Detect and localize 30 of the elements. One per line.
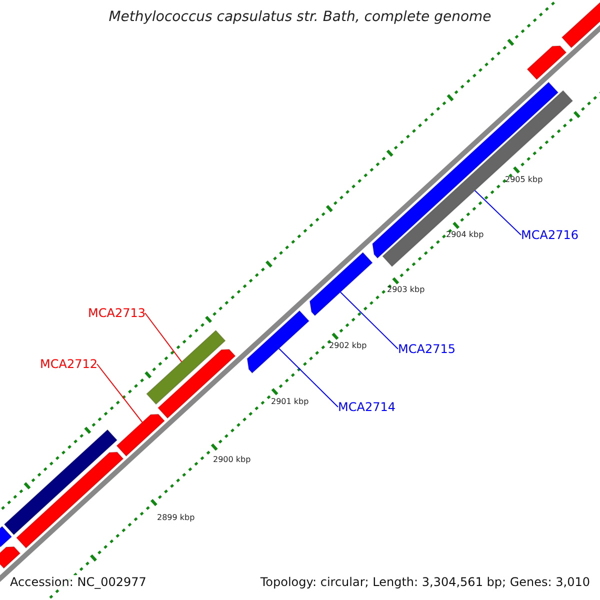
gene-bar [0, 546, 21, 569]
footer-text: Topology: circular; Length: 3,304,561 bp; Genes: 3,010 [258, 575, 592, 589]
position-label: 2903 kbp [387, 286, 425, 294]
gene-label: MCA2712 [40, 358, 98, 370]
gene-label: MCA2715 [398, 343, 456, 355]
position-label: 2899 kbp [157, 514, 195, 522]
gene-bar [0, 526, 12, 548]
footer-text: Accession: NC_002977 [8, 575, 148, 589]
gene-bar [246, 310, 310, 374]
gene-label: MCA2713 [88, 307, 146, 319]
gene-bar [561, 0, 600, 48]
title: Methylococcus capsulatus str. Bath, complete genome [108, 10, 492, 24]
gene-bar [146, 330, 226, 405]
gene-bar [157, 348, 236, 419]
gene-bar [4, 429, 118, 536]
gene-bar [16, 452, 124, 549]
gene-label: MCA2714 [338, 401, 396, 413]
position-label: 2904 kbp [446, 231, 484, 239]
leader-line [144, 312, 182, 362]
leader-line [340, 292, 398, 350]
position-label: 2905 kbp [505, 176, 543, 184]
position-label: 2901 kbp [271, 398, 309, 406]
gene-bar [309, 252, 374, 316]
gene-label: MCA2716 [521, 229, 578, 241]
leader-line [278, 348, 338, 408]
position-label: 2900 kbp [213, 456, 251, 464]
leader-line [474, 190, 522, 236]
gene-bar [116, 414, 166, 457]
position-label: 2902 kbp [329, 342, 367, 350]
leader-line [96, 364, 143, 423]
